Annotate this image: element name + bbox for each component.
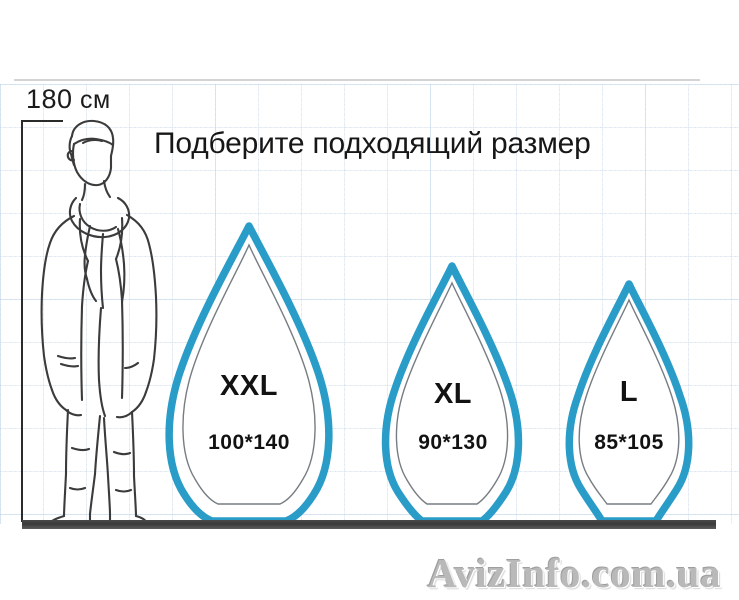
size-label-xl: XL <box>433 378 473 410</box>
size-label-xxl: XXL <box>220 370 278 402</box>
size-dimensions-xl: 90*130 <box>418 431 488 454</box>
size-dimensions-l: 85*105 <box>594 431 664 454</box>
man-silhouette-icon <box>40 119 158 524</box>
top-divider-rule <box>14 79 700 81</box>
page-title: Подберите подходящий размер <box>154 127 591 160</box>
height-value: 180 <box>26 84 73 114</box>
size-label-l: L <box>619 376 639 408</box>
height-bracket <box>21 120 63 522</box>
height-label: 180 см <box>26 84 111 115</box>
watermark: AvizInfo.com.ua <box>427 550 721 596</box>
size-dimensions-xxl: 100*140 <box>208 431 290 454</box>
ground-baseline <box>22 520 716 529</box>
height-unit: см <box>80 86 111 114</box>
